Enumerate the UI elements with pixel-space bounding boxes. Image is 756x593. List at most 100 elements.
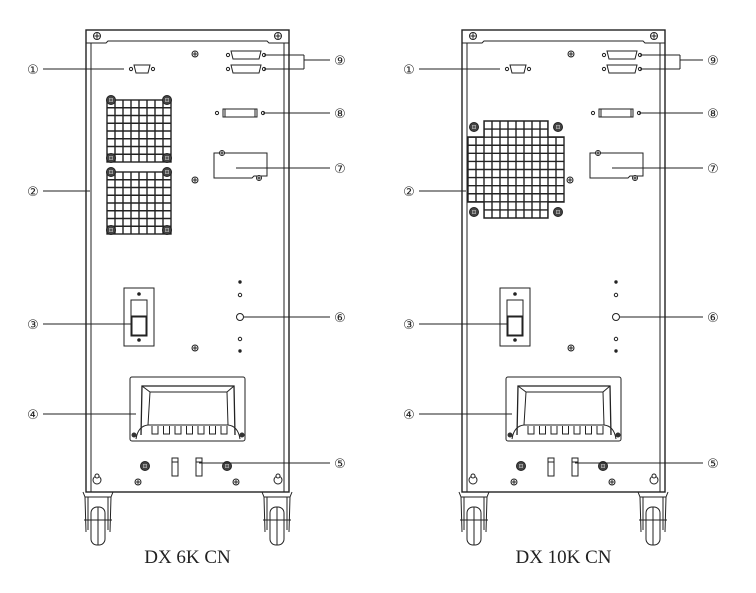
callout-9: ⑨ [680, 54, 719, 69]
round-connector [612, 280, 620, 353]
callout-5: ⑤ [199, 457, 346, 472]
indicator-dot [613, 292, 619, 298]
fan-screw-icon [469, 122, 479, 132]
panel-screw-icon [191, 50, 199, 58]
cover-screw-icon [632, 175, 638, 181]
callout-5: ⑤ [575, 457, 719, 472]
parallel-port-2 [601, 64, 643, 74]
callout-8: ⑧ [639, 107, 719, 122]
fan-screw-icon [162, 153, 172, 163]
indicator-dot [613, 336, 619, 342]
callout-number: ⑧ [707, 107, 719, 122]
top-screw-icon [274, 32, 282, 40]
callout-number: ⑦ [334, 162, 346, 177]
callout-number: ⑥ [707, 311, 719, 326]
top-band [86, 40, 289, 44]
cover-plate [213, 150, 268, 181]
caster-wheel [637, 491, 669, 546]
callout-4: ④ [27, 408, 136, 423]
callout-1: ① [403, 63, 500, 78]
emergency-power-off-port [214, 108, 266, 118]
emergency-power-off-port [590, 108, 642, 118]
panel-screw-icon [567, 344, 575, 352]
parallel-port-2 [225, 64, 267, 74]
callout-6: ⑥ [620, 311, 719, 326]
callout-9-bracket [640, 54, 681, 70]
cover-plate [589, 150, 644, 181]
indicator-dot [237, 336, 243, 342]
callout-number: ② [27, 185, 39, 200]
leveling-foot-icon [468, 473, 478, 485]
input-breaker [123, 287, 155, 347]
ground-screw-icon [140, 461, 150, 471]
cooling-fan [467, 120, 565, 219]
callout-number: ⑨ [707, 54, 719, 69]
callout-number: ① [403, 63, 415, 78]
fan-screw-icon [553, 122, 563, 132]
fan-screw-icon [553, 207, 563, 217]
panel-screw-icon [232, 478, 240, 486]
top-screw-icon [650, 32, 658, 40]
connector-socket [236, 313, 244, 321]
connector-socket [612, 313, 620, 321]
callout-1: ① [27, 63, 124, 78]
caster-wheel [82, 491, 114, 546]
parallel-port-1 [601, 50, 643, 60]
fan-screw-icon [106, 167, 116, 177]
indicator-dot [238, 349, 242, 353]
callout-2: ② [403, 185, 466, 200]
caster-wheel [261, 491, 293, 546]
indicator-dot [238, 280, 242, 284]
unit-caption: DX 6K CN [144, 547, 231, 568]
callout-number: ② [403, 185, 415, 200]
input-breaker [499, 287, 531, 347]
panel-screw-icon [566, 176, 574, 184]
fan-screw-icon [106, 225, 116, 235]
caster-wheel [458, 491, 490, 546]
handle [505, 376, 622, 442]
callout-number: ③ [27, 318, 39, 333]
db9-serial-port [504, 64, 532, 74]
top-screw-icon [469, 32, 477, 40]
fan-screw-icon [162, 167, 172, 177]
callout-3: ③ [403, 318, 508, 333]
callout-number: ⑤ [334, 457, 346, 472]
panel-screw-icon [608, 478, 616, 486]
cooling-fan-upper [106, 99, 172, 163]
indicator-dot [237, 292, 243, 298]
callout-number: ③ [403, 318, 415, 333]
leveling-foot-icon [273, 473, 283, 485]
leveling-foot-icon [649, 473, 659, 485]
callout-7: ⑦ [612, 162, 719, 177]
top-band [462, 40, 665, 44]
callout-number: ⑦ [707, 162, 719, 177]
callout-7: ⑦ [236, 162, 346, 177]
parallel-port-1 [225, 50, 267, 60]
fan-screw-icon [469, 207, 479, 217]
callout-number: ④ [27, 408, 39, 423]
callout-9-bracket [264, 54, 305, 70]
top-screw-icon [93, 32, 101, 40]
panel-screw-icon [510, 478, 518, 486]
callout-3: ③ [27, 318, 132, 333]
cooling-fan-lower [106, 171, 172, 235]
callout-number: ⑧ [334, 107, 346, 122]
cover-screw-icon [256, 175, 262, 181]
ground-screw-icon [516, 461, 526, 471]
round-connector [236, 280, 244, 353]
cover-screw-icon [595, 150, 601, 156]
fan-screw-icon [106, 153, 116, 163]
callout-number: ④ [403, 408, 415, 423]
callout-4: ④ [403, 408, 512, 423]
leveling-foot-icon [92, 473, 102, 485]
terminal-block-cover [547, 457, 579, 477]
indicator-dot [614, 349, 618, 353]
fan-screw-icon [162, 95, 172, 105]
callout-8: ⑧ [263, 107, 346, 122]
unit-caption: DX 10K CN [515, 547, 611, 568]
unit-dx-10k-cn: ① ② ③ ④ ⑤ ⑥ ⑦ ⑧ ⑨ DX 10K CN [403, 29, 719, 568]
db9-serial-port [128, 64, 156, 74]
callout-number: ⑥ [334, 311, 346, 326]
